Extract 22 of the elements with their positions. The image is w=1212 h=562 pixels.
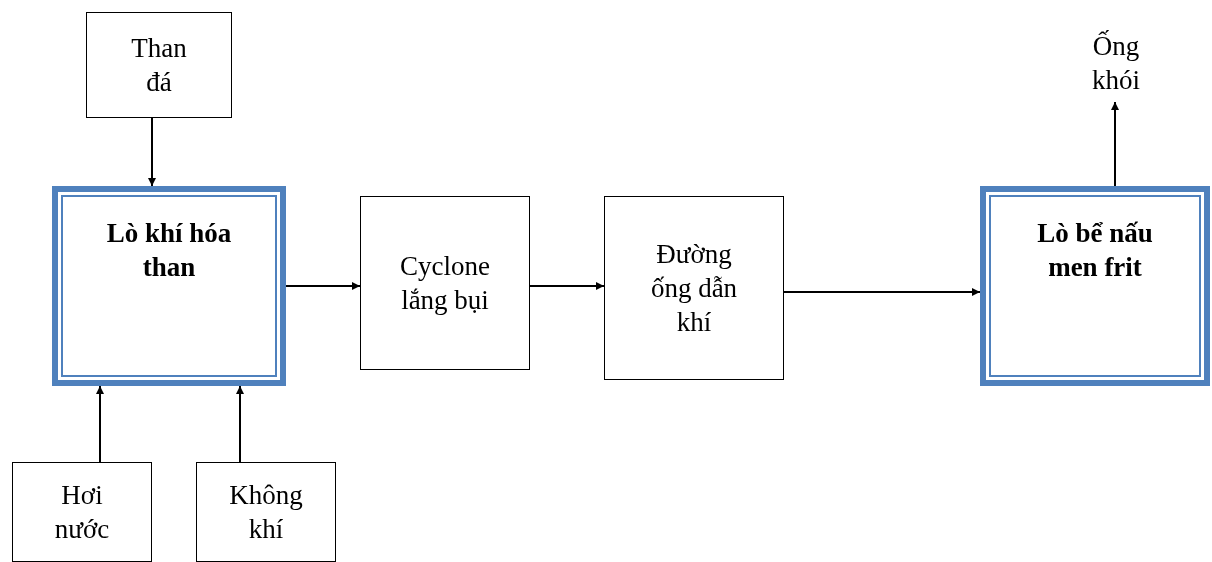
node-label: Hơi nước — [53, 479, 111, 546]
process-box — [86, 12, 232, 118]
arrow — [236, 385, 244, 463]
arrow — [529, 282, 605, 290]
arrow — [783, 288, 981, 296]
arrow — [285, 282, 361, 290]
process-box — [196, 462, 336, 562]
furnace-box — [980, 186, 1210, 386]
node-label: Không khí — [228, 479, 304, 546]
output-label: Ống khói — [1091, 29, 1141, 97]
node-label: Đường ống dẫn khí — [649, 238, 739, 339]
node-label: Than đá — [130, 32, 188, 99]
arrow — [1111, 101, 1119, 187]
node-label: Lò khí hóa than — [106, 217, 232, 284]
node-label: Lò bể nấu men frit — [1036, 217, 1154, 284]
furnace-box — [52, 186, 286, 386]
process-box — [12, 462, 152, 562]
node-label: Cyclone lắng bụi — [399, 250, 491, 317]
arrow — [96, 385, 104, 463]
process-box — [360, 196, 530, 370]
arrow — [148, 117, 156, 187]
process-box — [604, 196, 784, 380]
